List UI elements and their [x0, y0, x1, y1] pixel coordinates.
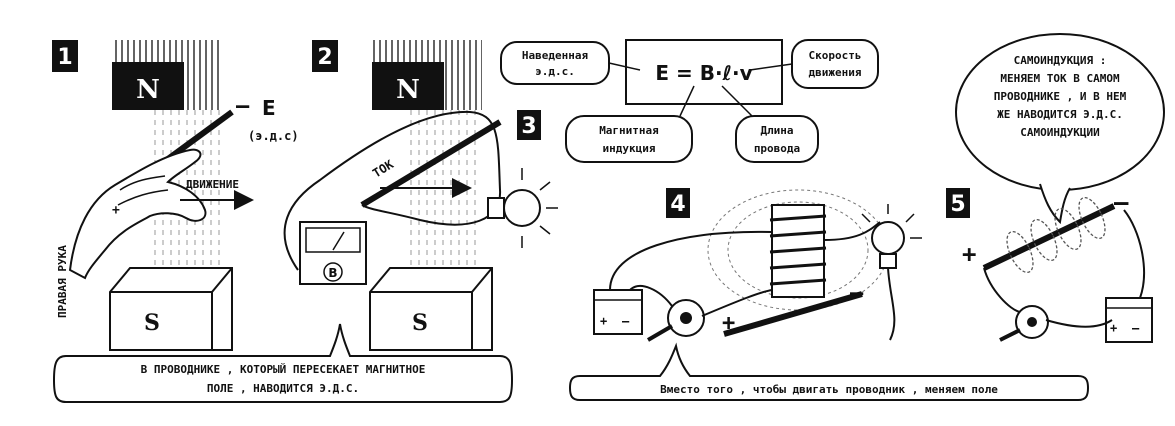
plus-sign: + [600, 314, 607, 328]
light-bulb [861, 204, 922, 341]
rheostat [646, 299, 705, 342]
south-pole-magnet: S [109, 267, 233, 351]
self-induction-line-2: МЕНЯЕМ ТОК В САМОМ [1000, 72, 1120, 85]
panel-4: 4 + – [593, 188, 922, 342]
north-pole-label: N [136, 75, 160, 105]
magnetic-induction-line-2: индукция [603, 142, 656, 155]
induced-emf-line-2: э.д.с. [535, 65, 575, 78]
circuit-wire [283, 110, 502, 271]
right-hand-label: ПРАВАЯ РУКА [56, 245, 69, 318]
plus-sign: + [722, 311, 735, 336]
emf-symbol: E [262, 96, 276, 120]
right-hand [68, 148, 207, 280]
panel-5: 5 САМОИНДУКЦИЯ : МЕНЯЕМ ТОК В САМОМ ПРОВ… [946, 33, 1165, 343]
electromagnet-coil [707, 189, 889, 311]
light-bulb [487, 168, 558, 248]
panel-2: 2 N S ТОК B [283, 40, 558, 351]
meter-label: B [328, 266, 337, 280]
north-pole-magnet: N [372, 40, 482, 110]
panel-number-box [666, 188, 690, 218]
south-pole-label: S [412, 310, 428, 336]
panel-number: 3 [521, 114, 536, 139]
plus-sign: + [1110, 321, 1117, 335]
length-line-2: провода [754, 142, 800, 155]
south-pole-label: S [144, 310, 160, 336]
panel-number-box [517, 110, 541, 140]
panel-number-box [946, 188, 970, 218]
right-caption-text: Вместо того , чтобы двигать проводник , … [660, 383, 998, 396]
emf-note: (э.д.с) [248, 129, 299, 143]
panel-number: 5 [950, 192, 965, 217]
self-induction-line-1: САМОИНДУКЦИЯ : [1014, 54, 1107, 67]
conductor [982, 203, 1116, 271]
length-line-1: Длина [760, 124, 793, 137]
panel-number: 2 [317, 45, 332, 70]
coil-turns [1006, 196, 1106, 274]
north-pole-label: N [396, 75, 420, 105]
conductor [723, 291, 863, 337]
rheostat [999, 305, 1049, 342]
panel-number: 4 [670, 192, 685, 217]
induced-emf-line-1: Наведенная [522, 49, 588, 62]
panel-number-box [52, 40, 78, 72]
magnetic-induction-line-1: Магнитная [599, 124, 659, 137]
formula-box [625, 39, 783, 105]
plus-sign: + [112, 203, 120, 218]
speed-line-2: движения [809, 66, 862, 79]
battery: + – [593, 289, 643, 335]
length-bubble [735, 115, 819, 163]
conductor [360, 119, 502, 208]
battery: + – [1105, 297, 1153, 343]
panel-number: 1 [57, 45, 72, 70]
minus-sign: – [850, 281, 864, 306]
left-caption-line-1: В ПРОВОДНИКЕ , КОТОРЫЙ ПЕРЕСЕКАЕТ МАГНИТ… [141, 363, 426, 376]
galvanometer: B [299, 221, 367, 285]
left-caption-line-2: ПОЛЕ , НАВОДИТСЯ Э.Д.С. [207, 382, 359, 395]
panel-number-box [312, 40, 338, 72]
self-induction-line-5: САМОИНДУКЦИИ [1020, 126, 1099, 139]
speed-bubble [791, 39, 879, 89]
motion-label: ДВИЖЕНИЕ [186, 178, 239, 191]
speed-line-1: Скорость [809, 49, 862, 62]
plus-sign: + [962, 240, 976, 268]
self-induction-line-4: ЖЕ НАВОДИТСЯ Э.Д.С. [997, 108, 1123, 121]
self-induction-bubble [955, 33, 1165, 225]
magnetic-induction-bubble [565, 115, 693, 163]
self-induction-line-3: ПРОВОДНИКЕ , И В НЕМ [994, 90, 1127, 103]
minus-sign: – [622, 314, 630, 328]
minus-sign: – [1132, 321, 1140, 335]
south-pole-magnet: S [369, 267, 493, 351]
minus-sign: – [236, 94, 250, 119]
north-pole-magnet: N [112, 40, 222, 110]
current-label: ТОК [370, 157, 396, 181]
panel-3-formula: 3 E = B·ℓ·v Наведенная э.д.с. Скорость д… [500, 39, 879, 163]
minus-sign: – [1114, 188, 1129, 216]
right-caption: Вместо того , чтобы двигать проводник , … [568, 342, 1090, 401]
left-caption: В ПРОВОДНИКЕ , КОТОРЫЙ ПЕРЕСЕКАЕТ МАГНИТ… [52, 323, 514, 403]
formula-equation: E = B·ℓ·v [655, 61, 752, 85]
panel-1: 1 N S – E (э.д.с) ДВИЖЕНИЕ + ПРАВАЯ РУКА [52, 40, 299, 351]
magnetic-field-lines [410, 110, 480, 270]
